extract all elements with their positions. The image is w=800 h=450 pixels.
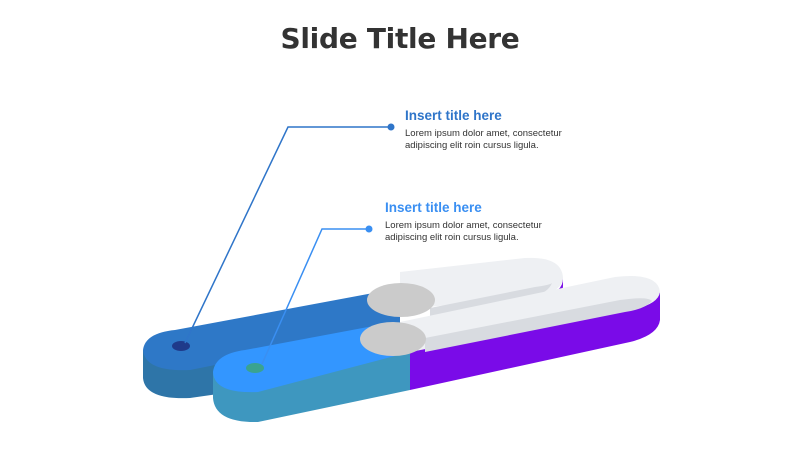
bar-1-progress-cap [367, 283, 435, 317]
callout-2: Insert title here Lorem ipsum dolor amet… [385, 200, 615, 244]
leader-line-2-endpoint [365, 225, 373, 233]
bar-2-progress-cap [360, 322, 426, 356]
bar-2-remainder-inner [425, 298, 652, 352]
bar-1-remainder-inner [430, 283, 552, 318]
callout-2-title: Insert title here [385, 200, 482, 215]
bar-2-marker-dot [246, 363, 264, 373]
callout-1: Insert title here Lorem ipsum dolor amet… [405, 108, 635, 152]
bar-1-marker-dot [172, 341, 190, 351]
callout-1-title: Insert title here [405, 108, 502, 123]
callout-1-body: Lorem ipsum dolor amet, consectetur adip… [405, 128, 562, 151]
bar-1-fill-top [143, 288, 400, 371]
leader-line-2 [261, 225, 373, 365]
progress-bar-2 [213, 276, 660, 423]
callout-2-body: Lorem ipsum dolor amet, consectetur adip… [385, 220, 542, 243]
leader-line-1-endpoint [387, 123, 395, 131]
slide-title: Slide Title Here [280, 22, 520, 55]
leader-line-1 [184, 123, 395, 344]
